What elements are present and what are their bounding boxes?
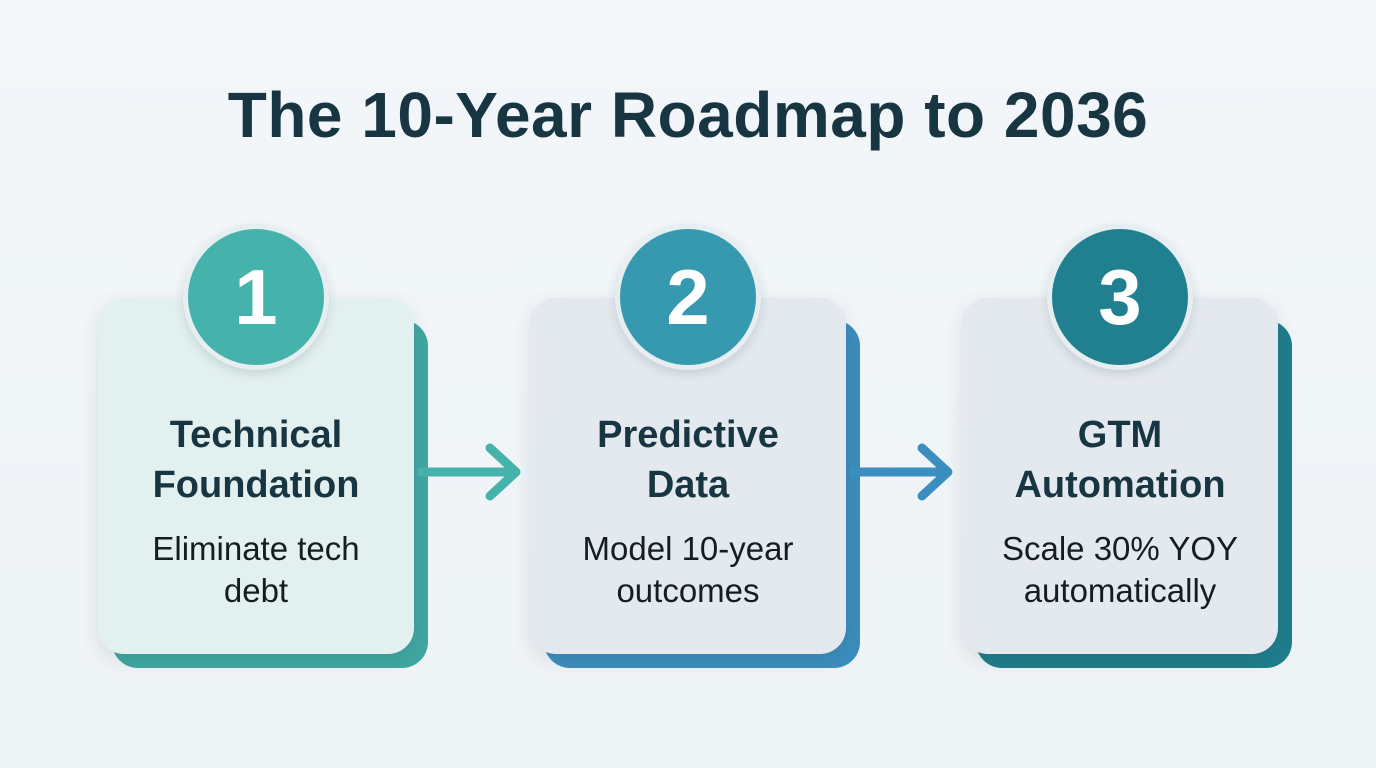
description-line: debt bbox=[223, 572, 289, 609]
description-line: Eliminate tech bbox=[152, 530, 360, 567]
description-line: Scale 30% YOY bbox=[1001, 530, 1239, 567]
heading-line: Data bbox=[646, 464, 730, 506]
heading-line: GTM bbox=[1077, 414, 1163, 456]
description-line: Model 10-year bbox=[582, 530, 794, 567]
step-number-badge: 2 bbox=[615, 224, 761, 370]
step-heading: GTM Automation bbox=[962, 410, 1278, 510]
arrow-right-icon bbox=[418, 443, 521, 501]
page-title: The 10-Year Roadmap to 2036 bbox=[227, 79, 1149, 151]
card-face: 3 GTM Automation Scale 30% YOY automatic… bbox=[962, 224, 1278, 654]
step-description: Scale 30% YOY automatically bbox=[962, 528, 1278, 612]
step-description: Model 10-year outcomes bbox=[530, 528, 846, 612]
step-number-badge: 3 bbox=[1047, 224, 1193, 370]
heading-line: Technical bbox=[169, 414, 343, 456]
step-number-badge: 1 bbox=[183, 224, 329, 370]
heading-line: Foundation bbox=[152, 464, 360, 506]
description-line: outcomes bbox=[616, 572, 760, 609]
description-line: automatically bbox=[1023, 572, 1217, 609]
card-face: 2 Predictive Data Model 10-year outcomes bbox=[530, 224, 846, 654]
heading-line: Predictive bbox=[597, 414, 779, 456]
step-description: Eliminate tech debt bbox=[98, 528, 414, 612]
step-2-card: 2 Predictive Data Model 10-year outcomes bbox=[530, 224, 860, 668]
arrow-right-icon bbox=[850, 443, 953, 501]
card-face: 1 Technical Foundation Eliminate tech de… bbox=[98, 224, 414, 654]
step-3-card: 3 GTM Automation Scale 30% YOY automatic… bbox=[962, 224, 1292, 668]
step-1-card: 1 Technical Foundation Eliminate tech de… bbox=[98, 224, 428, 668]
heading-line: Automation bbox=[1014, 464, 1226, 506]
step-heading: Predictive Data bbox=[530, 410, 846, 510]
step-heading: Technical Foundation bbox=[98, 410, 414, 510]
